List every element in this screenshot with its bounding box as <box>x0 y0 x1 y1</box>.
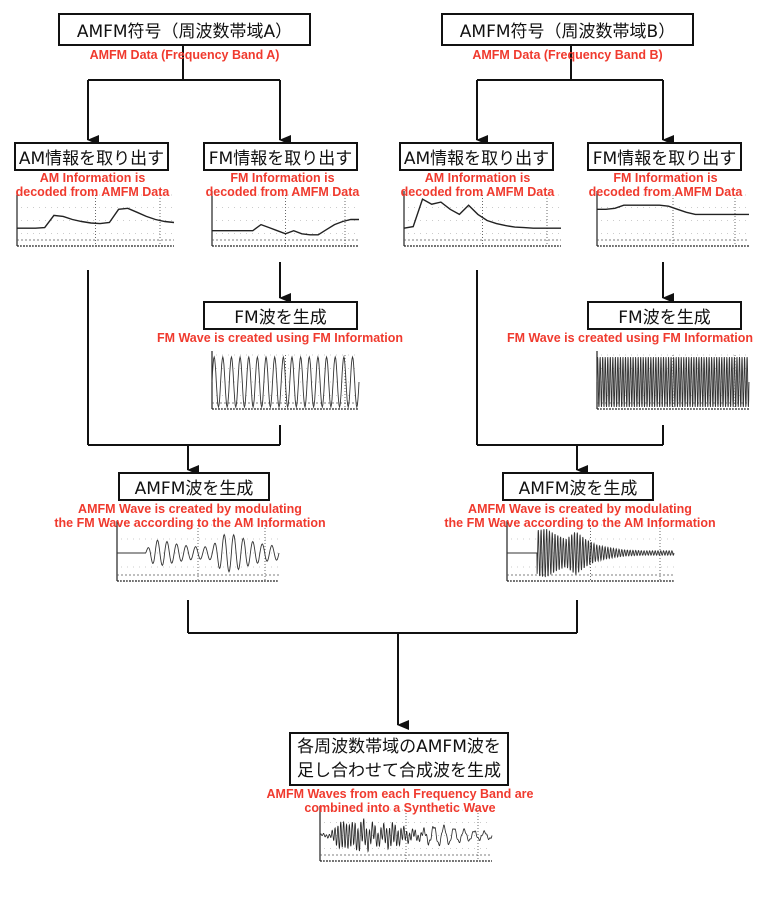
amfm-wave-b-caption: AMFM Wave is created by modulating the F… <box>420 502 740 530</box>
envelope-line <box>212 218 359 236</box>
am-extract-a-label: AM情報を取り出す <box>18 149 165 169</box>
amfm-wave-a-label: AMFM波を生成 <box>134 479 254 499</box>
caption-line-2: decoded from AMFM Data <box>588 185 743 199</box>
fm-wave-a-node: FM波を生成 <box>203 301 358 330</box>
am-extract-b-label: AM情報を取り出す <box>403 149 550 169</box>
synthetic-wave-plot <box>319 806 493 862</box>
fm-extract-b-node: FM情報を取り出す <box>587 142 742 171</box>
am-extract-a-caption: AM Information is decoded from AMFM Data <box>0 171 185 199</box>
wave-line <box>211 355 360 409</box>
wave-line <box>596 356 750 408</box>
fm-wave-a-label: FM波を生成 <box>234 308 327 328</box>
am-b-plot <box>403 191 561 247</box>
am-a-plot <box>16 191 175 247</box>
band-a-label: AMFM符号（周波数帯域A） <box>76 22 293 42</box>
fm-extract-a-label: FM情報を取り出す <box>208 149 353 169</box>
amfm-wave-b-plot <box>506 521 675 582</box>
fm-wave-a-plot <box>211 351 360 410</box>
am-extract-a-node: AM情報を取り出す <box>14 142 169 171</box>
band-a-caption: AMFM Data (Frequency Band A) <box>89 48 280 62</box>
caption-line-2: the FM Wave according to the AM Informat… <box>54 516 326 530</box>
fm-a-plot <box>211 191 359 247</box>
caption-line-1: AMFM Waves from each Frequency Band are <box>266 787 534 801</box>
caption-line-1: AM Information is <box>424 171 531 185</box>
caption-line-2: decoded from AMFM Data <box>400 185 555 199</box>
wave-line <box>117 533 280 573</box>
amfm-wave-a-plot <box>116 521 280 582</box>
amfm-wave-a-node: AMFM波を生成 <box>118 472 270 501</box>
band-b-label: AMFM符号（周波数帯域B） <box>459 22 676 42</box>
caption-line-1: AMFM Wave is created by modulating <box>468 502 692 516</box>
band-b-node: AMFM符号（周波数帯域B） <box>441 13 694 46</box>
envelope-line <box>17 207 175 229</box>
am-extract-b-caption: AM Information is decoded from AMFM Data <box>385 171 570 199</box>
amfm-wave-b-label: AMFM波を生成 <box>518 479 638 499</box>
synthesis-caption: AMFM Waves from each Frequency Band are … <box>230 787 570 815</box>
wave-line <box>507 528 675 578</box>
caption-line-2: decoded from AMFM Data <box>15 185 170 199</box>
fm-b-plot <box>596 191 749 247</box>
synthesis-node: 各周波数帯域のAMFM波を 足し合わせて合成波を生成 <box>289 732 509 786</box>
fm-extract-a-caption: FM Information is decoded from AMFM Data <box>195 171 370 199</box>
amfm-wave-b-node: AMFM波を生成 <box>502 472 654 501</box>
fm-wave-b-plot <box>596 351 750 410</box>
caption-line-2: the FM Wave according to the AM Informat… <box>444 516 716 530</box>
fm-extract-a-node: FM情報を取り出す <box>203 142 358 171</box>
fm-wave-b-node: FM波を生成 <box>587 301 742 330</box>
fm-extract-b-caption: FM Information is decoded from AMFM Data <box>578 171 753 199</box>
fm-wave-b-caption: FM Wave is created using FM Information <box>506 331 754 345</box>
fm-wave-b-label: FM波を生成 <box>618 308 711 328</box>
envelope-line <box>597 204 749 216</box>
caption-line-1: FM Information is <box>613 171 718 185</box>
band-a-node: AMFM符号（周波数帯域A） <box>58 13 311 46</box>
envelope-line <box>403 198 561 229</box>
band-b-caption: AMFM Data (Frequency Band B) <box>472 48 663 62</box>
caption-line-2: combined into a Synthetic Wave <box>304 801 496 815</box>
fm-wave-a-caption: FM Wave is created using FM Information <box>156 331 404 345</box>
amfm-wave-a-caption: AMFM Wave is created by modulating the F… <box>30 502 350 530</box>
caption-line-1: FM Information is <box>230 171 335 185</box>
am-extract-b-node: AM情報を取り出す <box>399 142 554 171</box>
fm-extract-b-label: FM情報を取り出す <box>592 149 737 169</box>
synthesis-label-line-2: 足し合わせて合成波を生成 <box>297 761 501 781</box>
synthesis-label-line-1: 各周波数帯域のAMFM波を <box>297 737 501 757</box>
caption-line-1: AM Information is <box>39 171 146 185</box>
wave-line <box>319 818 493 853</box>
caption-line-1: AMFM Wave is created by modulating <box>78 502 302 516</box>
caption-line-2: decoded from AMFM Data <box>205 185 360 199</box>
